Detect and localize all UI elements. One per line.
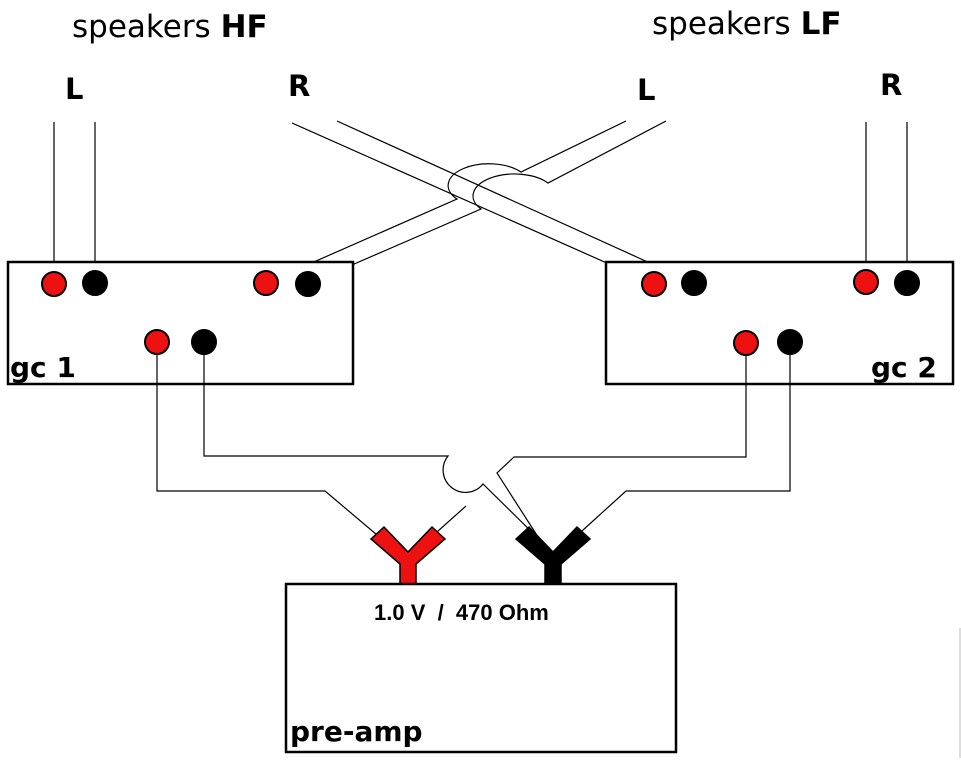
gc2-hf-right-positive-terminal [641, 271, 667, 297]
gc2-lf-right-positive-terminal [853, 269, 879, 295]
gc1-hf-left-negative-terminal [82, 270, 108, 296]
preamp-spec-label: 1.0 V / 470 Ohm [374, 600, 549, 625]
header-speakers-hf: speakers HF [72, 9, 268, 45]
gc1-output-cable [156, 342, 541, 541]
hf-right-cable [291, 120, 695, 285]
positive-y-connector [369, 525, 447, 585]
header-speakers-lf: speakers LF [652, 6, 842, 42]
gc1-input-negative-terminal [191, 329, 217, 355]
lf-left-label: L [637, 73, 655, 107]
preamp-label: pre-amp [290, 715, 423, 748]
gc2-input-positive-terminal [733, 330, 759, 356]
lf-right-cable [865, 122, 908, 282]
gc1-lf-left-negative-terminal [295, 271, 321, 297]
preamp-box: 1.0 V / 470 Ohm pre-amp [284, 582, 678, 754]
gc1-hf-left-positive-terminal [41, 271, 67, 297]
gc2-hf-right-negative-terminal [681, 270, 707, 296]
hf-right-label: R [288, 69, 310, 103]
gc1-label: gc 1 [10, 351, 76, 384]
lf-left-cable [265, 120, 667, 285]
lf-right-label: R [880, 68, 902, 102]
gc2-input-negative-terminal [777, 329, 803, 355]
gc1-input-positive-terminal [144, 329, 170, 355]
gc2-label: gc 2 [871, 351, 937, 384]
hf-left-label: L [65, 72, 83, 106]
gc2-lf-right-negative-terminal [894, 270, 920, 296]
gc1-lf-left-positive-terminal [253, 270, 279, 296]
negative-y-connector [514, 525, 592, 585]
hf-left-cable [53, 122, 96, 282]
